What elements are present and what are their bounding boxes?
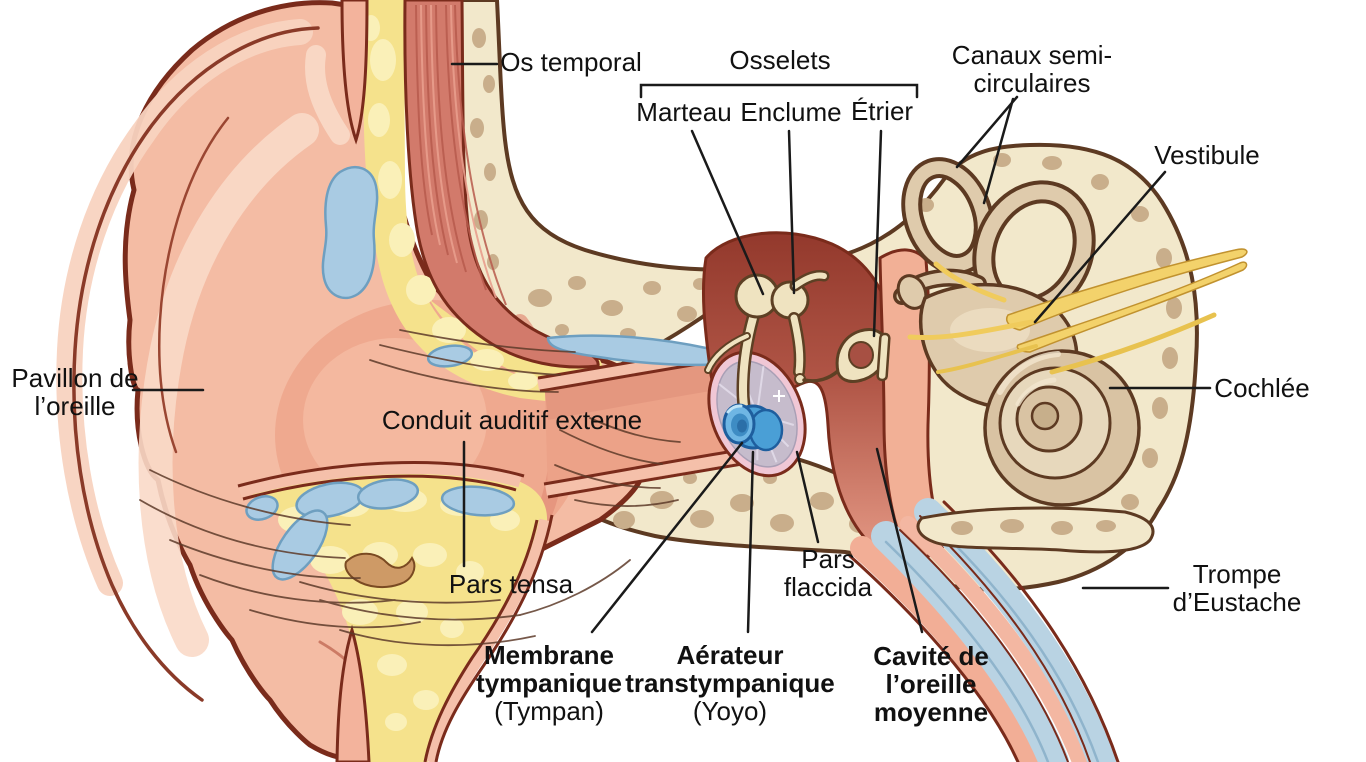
ear-canal [537,342,749,499]
label-enclume: Enclume [740,96,842,127]
label-trompe-eustache: Trompe d’Eustache [1172,558,1302,617]
leader-lines [131,62,1212,634]
skin-fold-notch [340,0,369,145]
leader-pars-flaccida [795,450,820,544]
label-cavite-oreille-moyenne: Cavité de l’oreille moyenne [873,640,989,728]
label-canaux-semi-circulaires: Canaux semi-circulaires [951,39,1113,98]
label-vestibule: Vestibule [1154,139,1260,170]
label-aerateur-main: Aérateur transtympanique [625,639,835,698]
label-etrier: Étrier [850,95,914,126]
leader-aerateur [746,450,755,634]
hairs-and-fibers [139,329,681,647]
leader-enclume [787,129,796,295]
cochlea-shape [983,349,1141,507]
bone-over-tube [916,506,1155,554]
temporal-muscle [403,0,600,369]
label-conduit-auditif-externe: Conduit auditif externe [381,404,643,435]
label-cochlee: Cochlée [1214,372,1310,403]
ampulla [896,274,928,310]
leader-marteau [690,129,765,296]
label-osselets: Osselets [729,44,831,75]
osselets-bracket [639,83,919,99]
leader-vestibule [1033,170,1167,324]
leader-cavite [875,447,924,634]
leader-membrane [590,441,744,634]
label-pavillon: Pavillon de l’oreille [11,362,139,421]
leader-etrier [872,129,883,338]
label-aerateur-transtympanique: Aérateur transtympanique (Yoyo) [620,641,840,725]
label-membrane-tympanique: Membrane tympanique (Tympan) [464,641,634,725]
label-marteau: Marteau [636,96,732,127]
eustachian-tube [848,498,1120,762]
auditory-nerve [907,248,1248,375]
glands [245,166,740,581]
label-os-temporal: Os temporal [500,46,642,77]
label-membrane-tympanique-alt: (Tympan) [494,696,604,727]
leader-canaux-2 [982,97,1015,205]
label-aerateur-alt: (Yoyo) [692,696,768,727]
label-pars-flaccida: Pars flaccida [783,543,873,602]
leader-canaux-1 [955,95,1019,169]
tympanostomy-tube-yoyo [722,390,785,452]
label-pars-tensa: Pars tensa [448,568,574,599]
label-membrane-tympanique-main: Membrane tympanique [476,639,622,698]
